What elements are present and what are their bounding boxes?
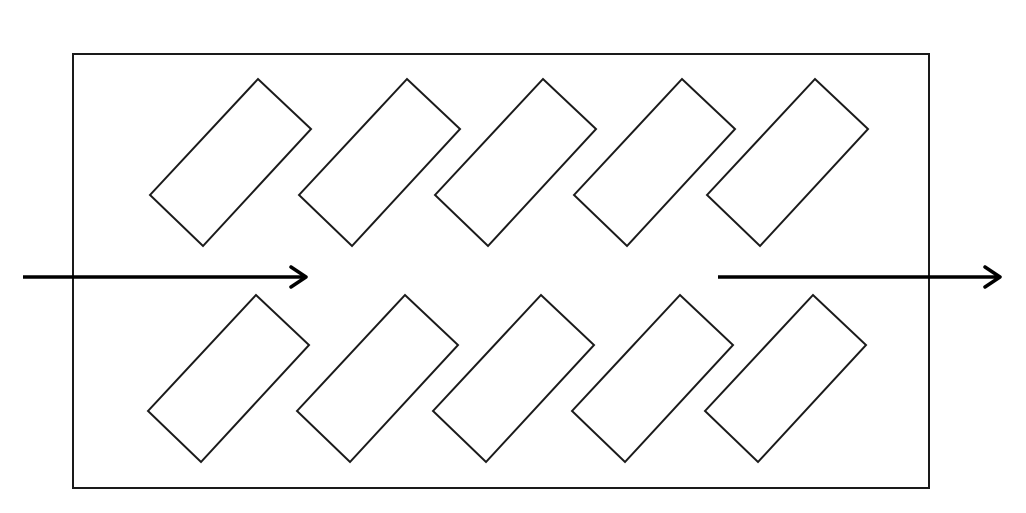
- outlet-arrow: [718, 265, 1002, 289]
- inlet-arrow-head: [289, 265, 308, 289]
- bottom-row-slat-1: [146, 293, 311, 464]
- top-row-slat-5: [705, 77, 870, 248]
- bottom-row-slat-2: [295, 293, 460, 464]
- top-row-slat-2: [297, 77, 462, 248]
- bottom-row-slat-4: [570, 293, 735, 464]
- inlet-arrow: [23, 265, 308, 289]
- bottom-row-slat-3: [431, 293, 596, 464]
- top-row-slat-4: [572, 77, 737, 248]
- top-row-slat-3: [433, 77, 598, 248]
- bottom-row-slat-5: [703, 293, 868, 464]
- slat-group: [146, 77, 870, 464]
- top-row-slat-1: [148, 77, 313, 248]
- outer-frame: [72, 53, 930, 489]
- outlet-arrow-head: [983, 265, 1002, 289]
